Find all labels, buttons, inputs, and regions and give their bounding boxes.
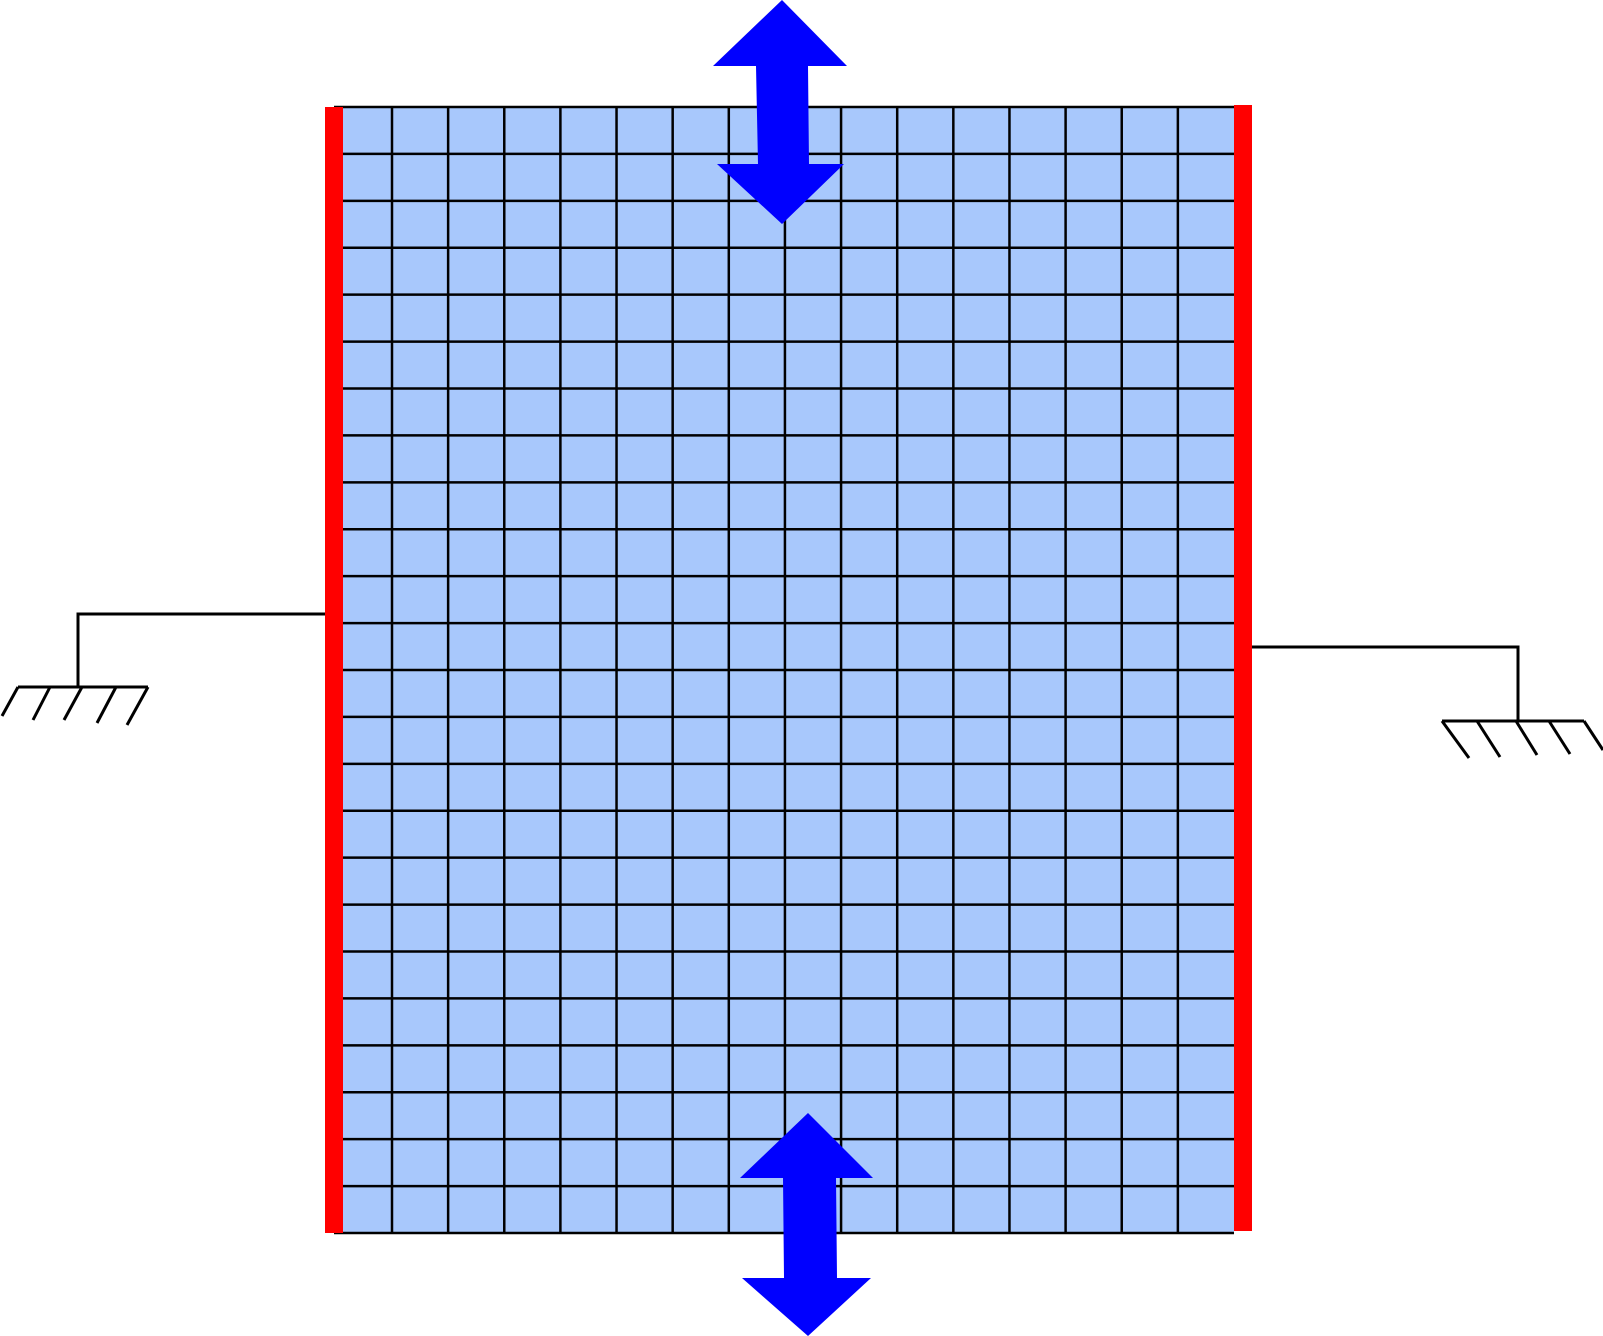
right-ground-hatch xyxy=(1440,720,1471,759)
mesh-gridlines xyxy=(334,105,1234,1235)
right-ground-wire xyxy=(1252,645,1520,721)
left-ground-wire xyxy=(76,612,325,687)
double-headed-vertical-arrow-icon xyxy=(740,1113,873,1336)
left-ground-hatch xyxy=(0,686,20,717)
left-electrode xyxy=(325,107,343,1233)
left-ground-hatch xyxy=(62,686,84,721)
ground-icon xyxy=(0,612,325,726)
right-ground-hatch xyxy=(1582,720,1603,751)
double-headed-vertical-arrow-icon xyxy=(713,0,847,224)
ground-icon xyxy=(1252,645,1603,759)
left-ground-hatch xyxy=(31,686,52,721)
left-ground-hatch xyxy=(95,686,118,724)
right-ground-hatch xyxy=(1514,720,1539,756)
mesh xyxy=(334,105,1234,1235)
right-ground-hatch xyxy=(1547,720,1572,755)
left-ground-hatch xyxy=(125,686,150,726)
right-ground-hatch xyxy=(1475,720,1502,758)
right-electrode xyxy=(1234,105,1252,1231)
